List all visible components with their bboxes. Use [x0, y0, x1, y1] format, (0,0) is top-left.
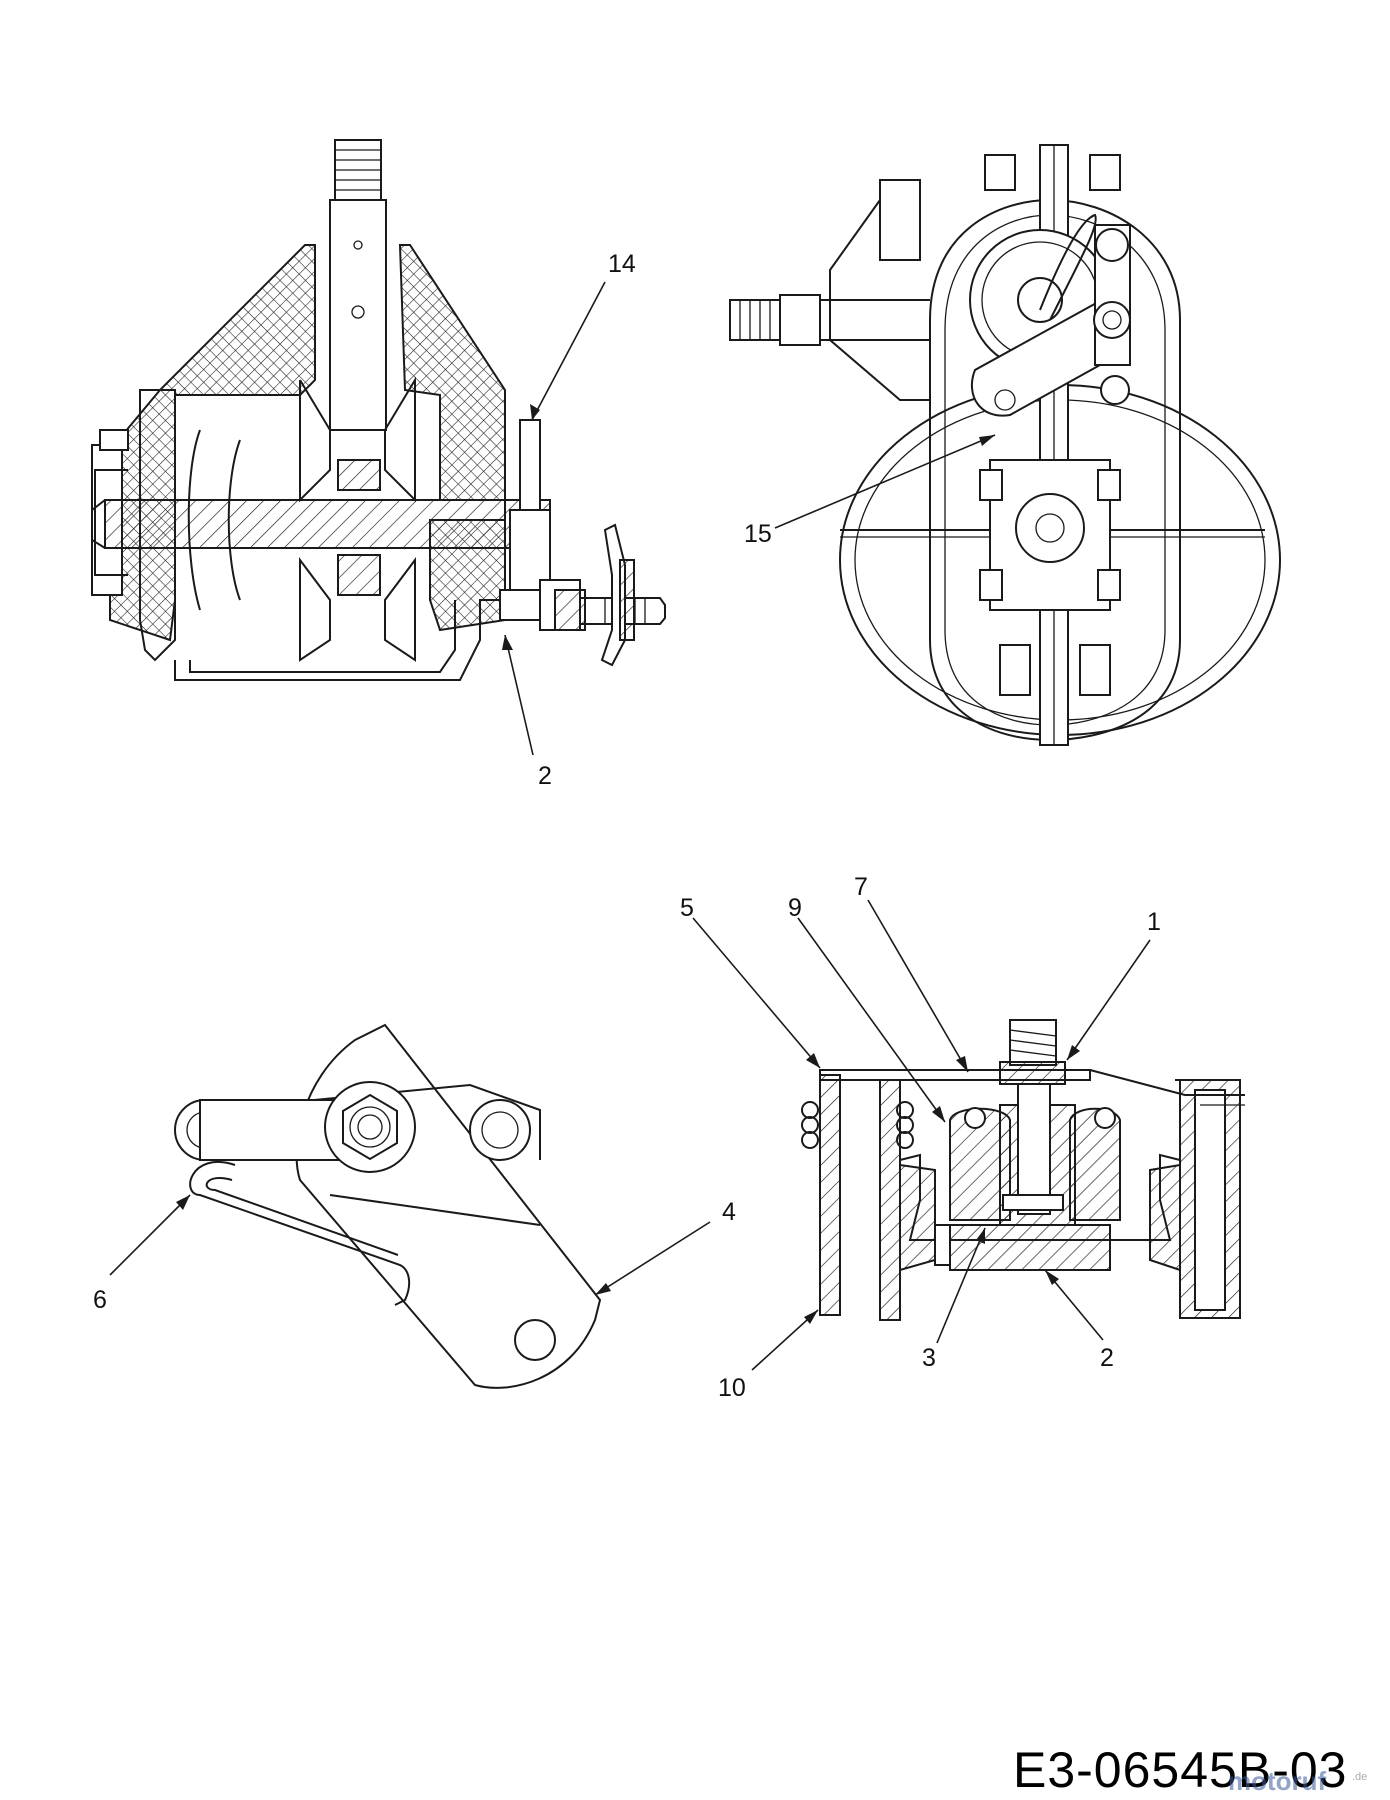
callout-9: 9 [788, 894, 802, 922]
callout-5: 5 [680, 894, 694, 922]
gearbox-side-view [729, 144, 1281, 746]
idler-arm-view [174, 1023, 602, 1389]
leader-lines [109, 281, 1151, 1371]
callout-15: 15 [744, 520, 772, 548]
callout-3: 3 [922, 1344, 936, 1372]
tensioner-section-view [801, 1019, 1245, 1321]
gearbox-section-view [91, 139, 666, 681]
callout-4: 4 [722, 1198, 736, 1226]
callout-7: 7 [854, 873, 868, 901]
watermark-suffix: .de [1352, 1771, 1367, 1783]
callout-10: 10 [718, 1374, 746, 1402]
callout-6: 6 [93, 1286, 107, 1314]
callout-2-bottom: 2 [1100, 1344, 1114, 1372]
callout-14: 14 [608, 250, 636, 278]
callout-2-top: 2 [538, 762, 552, 790]
watermark: motoruf .de [1228, 1766, 1367, 1796]
document-number: E3-06545B-03 [1013, 1742, 1347, 1798]
watermark-brand: motoruf [1228, 1766, 1327, 1796]
callout-1: 1 [1147, 908, 1161, 936]
